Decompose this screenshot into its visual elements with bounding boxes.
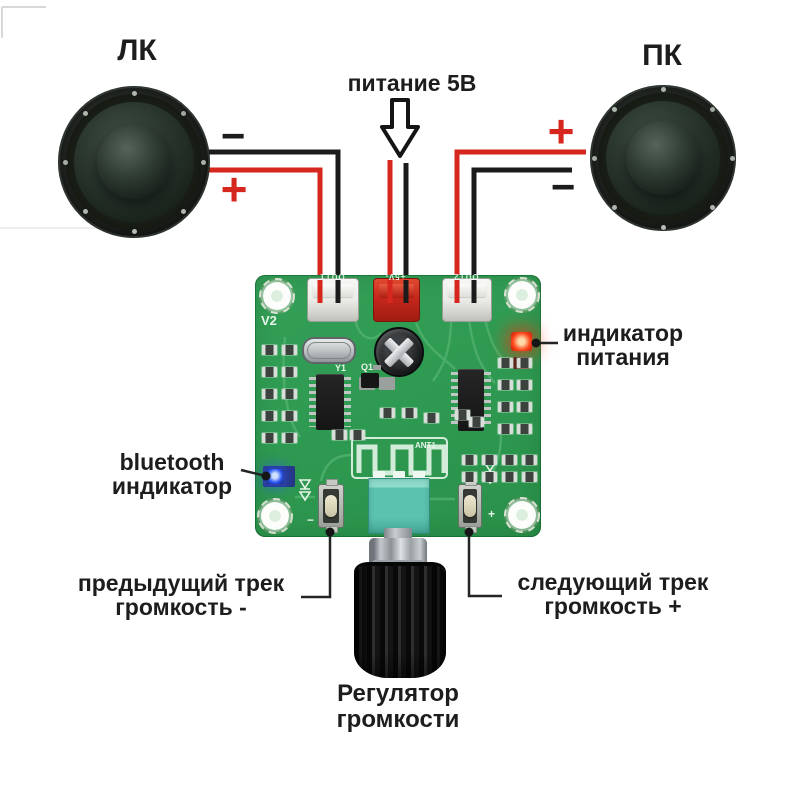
transistor-q1 (361, 373, 379, 388)
bluetooth-led (267, 469, 283, 484)
volume-knob (354, 562, 446, 678)
smd-component (498, 402, 513, 412)
left-speaker-screws (132, 160, 137, 165)
next-track-label-line1: следующий трек (517, 569, 709, 595)
smd-component (462, 455, 477, 465)
smd-component (517, 358, 532, 368)
silk-5v: +5V- (384, 272, 406, 281)
smd-component (262, 345, 277, 355)
smd-component (262, 367, 277, 377)
smd-component (282, 411, 297, 421)
smd-component (282, 433, 297, 443)
prev-track-label-line1: предыдущий трек (77, 570, 285, 596)
right-speaker (590, 85, 736, 231)
mounting-hole-bottom-right (508, 501, 536, 529)
smd-component (282, 389, 297, 399)
left-plus-sign: + (220, 163, 248, 215)
smd-component (522, 472, 537, 482)
power-label: питание 5В (347, 70, 477, 96)
smd-component (469, 417, 484, 427)
mounting-hole-bottom-left (261, 502, 289, 530)
corner-artifact (1, 6, 46, 38)
volume-knob-label-line2: громкости (336, 706, 460, 733)
smd-component (517, 402, 532, 412)
silk-transistor-label: Q1 (361, 362, 374, 372)
bluetooth-indicator-label-line2: индикатор (111, 473, 233, 499)
smd-component (350, 430, 365, 440)
left-minus-sign: − (220, 112, 246, 159)
next-track-label: следующий трек громкость + (471, 570, 755, 618)
smd-component (462, 472, 477, 482)
bluetooth-indicator-label: bluetooth индикатор (90, 450, 254, 498)
right-minus-sign: − (550, 163, 576, 210)
smd-component (482, 472, 497, 482)
button-pin (326, 526, 338, 533)
electrolytic-capacitor (374, 327, 424, 377)
prev-track-button (318, 479, 344, 533)
mounting-hole-top-left (263, 282, 291, 310)
left-speaker-label: ЛК (117, 34, 157, 67)
smd-component (402, 408, 417, 418)
smd-component (262, 411, 277, 421)
pot-pad (413, 471, 425, 479)
right-plus-sign: + (547, 105, 575, 157)
potentiometer-body (368, 478, 430, 534)
bluetooth-ic (309, 374, 351, 430)
prev-track-label: предыдущий трек громкость - (41, 571, 321, 619)
smd-component (282, 345, 297, 355)
smd-component (498, 424, 513, 434)
smd-component (517, 380, 532, 390)
silk-btn-left-mark: − (307, 513, 315, 527)
next-track-label-line2: громкость + (544, 593, 682, 619)
crystal-oscillator (302, 337, 356, 364)
smd-component (517, 424, 532, 434)
volume-knob-label-line1: Регулятор (337, 680, 459, 707)
smd-component (332, 430, 347, 440)
pot-pad (373, 471, 385, 479)
right-speaker-screws (661, 156, 666, 161)
volume-knob-label: Регулятор громкости (278, 681, 518, 733)
smd-component (424, 413, 439, 423)
power-arrow-icon (380, 98, 420, 158)
left-speaker-dustcap (97, 125, 171, 199)
silk-out2: OUT2 (453, 272, 479, 281)
pot-pad (393, 471, 405, 479)
smd-component (502, 472, 517, 482)
silk-version: V2 (261, 313, 277, 328)
silk-btn-right-mark: + (488, 507, 496, 521)
power-indicator-label: индикатор питания (549, 321, 697, 369)
smd-component (380, 408, 395, 418)
right-speaker-dustcap (626, 121, 700, 195)
power-indicator-label-line2: питания (576, 344, 670, 370)
prev-track-label-line2: громкость - (115, 594, 247, 620)
power-indicator-label-line1: индикатор (562, 320, 684, 346)
silk-crystal-label: Y1 (335, 363, 347, 373)
smd-component (262, 389, 277, 399)
pcb-board: OUT1 +5V- OUT2 V2 Y1 Q1 ANT1 − + (255, 272, 541, 537)
left-speaker (58, 86, 210, 238)
left-speaker-plus-wire (201, 167, 323, 292)
next-track-button (458, 479, 482, 533)
smd-component (455, 410, 470, 420)
right-channel-output-connector (442, 278, 492, 322)
silk-out1: OUT1 (319, 272, 345, 281)
button-pin (326, 479, 338, 486)
power-input-connector (373, 278, 420, 322)
button-pin (465, 526, 477, 533)
silk-antenna-label: ANT1 (415, 441, 436, 450)
smd-component (502, 455, 517, 465)
smd-component (498, 358, 513, 368)
mounting-hole-top-right (508, 281, 536, 309)
smd-component (482, 455, 497, 465)
bluetooth-indicator-label-line1: bluetooth (119, 449, 225, 475)
left-channel-output-connector (307, 278, 359, 322)
smd-component (498, 380, 513, 390)
smd-component (522, 455, 537, 465)
right-speaker-label: ПК (642, 39, 682, 72)
power-led (511, 332, 532, 351)
smd-component (262, 433, 277, 443)
smd-component (282, 367, 297, 377)
